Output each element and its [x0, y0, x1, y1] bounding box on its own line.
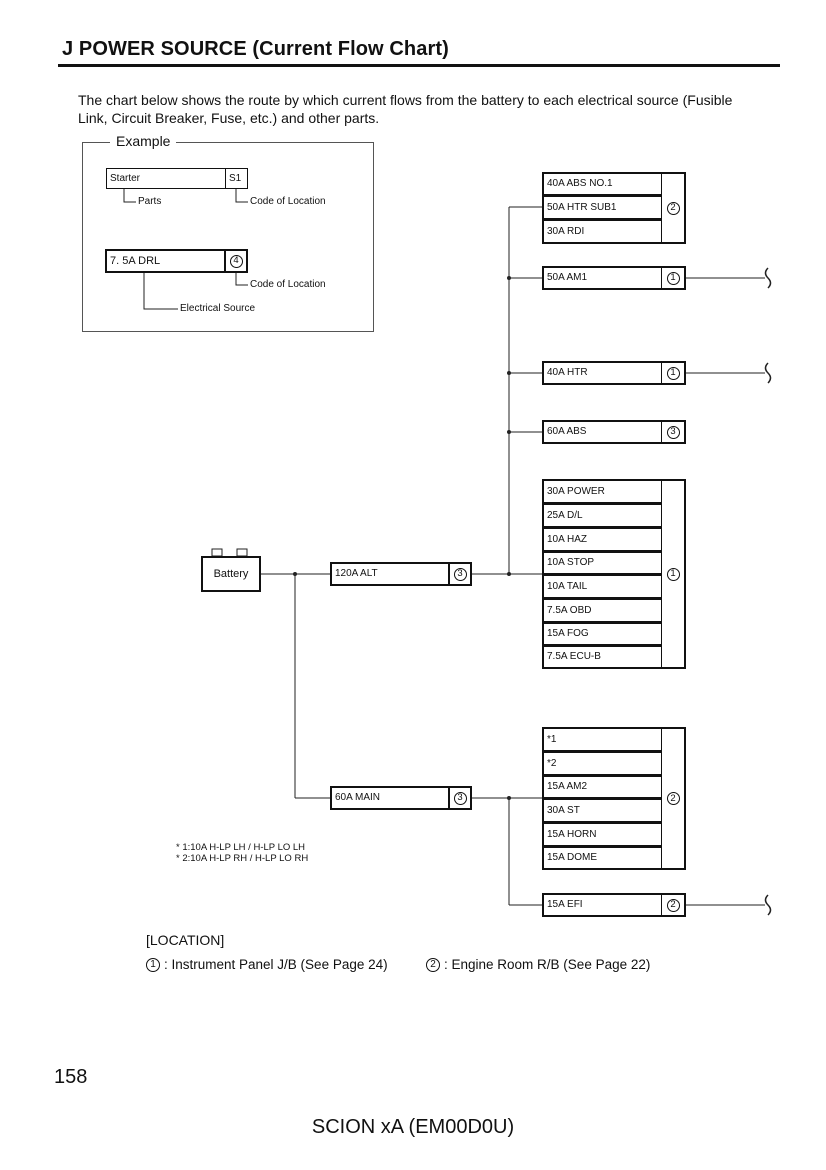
fuse-row: 50A AM1 — [542, 266, 663, 290]
location-3-icon: 3 — [453, 791, 467, 805]
location-item-text: : Engine Room R/B (See Page 22) — [444, 957, 651, 972]
location-1-icon: 1 — [666, 271, 680, 285]
location-4-icon: 4 — [229, 254, 243, 268]
example-code-label-1: Code of Location — [250, 196, 326, 207]
example-source-loc: 4 — [224, 249, 248, 273]
fuse-row: 15A HORN — [542, 822, 663, 847]
fuse-row: 15A AM2 — [542, 775, 663, 799]
fuse-row: *2 — [542, 751, 663, 776]
alt-fuse: 120A ALT — [330, 562, 450, 586]
battery-box: Battery — [201, 556, 261, 592]
fuse-row: 10A STOP — [542, 551, 663, 575]
fuse-row: 40A HTR — [542, 361, 663, 385]
location-1-icon: 1 — [666, 366, 680, 380]
group-loc: 1 — [661, 361, 686, 385]
fuse-row: 15A FOG — [542, 622, 663, 646]
page-title: J POWER SOURCE (Current Flow Chart) — [62, 38, 449, 60]
fuse-row: 30A RDI — [542, 219, 663, 244]
example-legend: Example — [110, 133, 177, 149]
intro-text: The chart below shows the route by which… — [78, 92, 733, 126]
fuse-row: 30A ST — [542, 798, 663, 823]
example-parts-label: Parts — [138, 196, 162, 207]
fuse-row: 7.5A OBD — [542, 598, 663, 623]
fuse-row: 10A HAZ — [542, 527, 663, 552]
group-loc: 2 — [661, 727, 686, 870]
location-2-icon: 2 — [426, 957, 440, 972]
fuse-row: 40A ABS NO.1 — [542, 172, 663, 196]
title-rule — [58, 64, 780, 67]
location-item: 1 : Instrument Panel J/B (See Page 24) — [146, 957, 388, 972]
example-part-code: S1 — [225, 168, 248, 189]
footnote: * 1:10A H-LP LH / H-LP LO LH — [176, 842, 306, 853]
group-loc: 3 — [661, 420, 686, 444]
group-loc: 2 — [661, 893, 686, 917]
location-1-icon: 1 — [666, 567, 680, 581]
example-source-label: Electrical Source — [180, 303, 256, 314]
main-fuse: 60A MAIN — [330, 786, 450, 810]
alt-loc: 3 — [448, 562, 472, 586]
fuse-row: 30A POWER — [542, 479, 663, 504]
footnotes: * 1:10A H-LP LH / H-LP LO LH* 2:10A H-LP… — [176, 842, 308, 864]
main-loc: 3 — [448, 786, 472, 810]
location-3-icon: 3 — [666, 425, 680, 439]
example-code-label-2: Code of Location — [250, 279, 326, 290]
location-heading: [LOCATION] — [146, 932, 225, 948]
location-item-text: : Instrument Panel J/B (See Page 24) — [164, 957, 388, 972]
fuse-row: 15A DOME — [542, 846, 663, 870]
fuse-row: 7.5A ECU-B — [542, 645, 663, 669]
group-loc: 1 — [661, 266, 686, 290]
fuse-row: 60A ABS — [542, 420, 663, 444]
fuse-row: 25A D/L — [542, 503, 663, 528]
fuse-row: 15A EFI — [542, 893, 663, 917]
page-number: 158 — [54, 1066, 88, 1088]
example-part-name: Starter — [106, 168, 226, 189]
location-2-icon: 2 — [666, 898, 680, 912]
fuse-row: 10A TAIL — [542, 574, 663, 599]
example-source-name: 7. 5A DRL — [105, 249, 226, 273]
footnote: * 2:10A H-LP RH / H-LP LO RH — [176, 853, 309, 864]
group-loc: 1 — [661, 479, 686, 669]
location-1-icon: 1 — [146, 957, 160, 972]
fuse-row: 50A HTR SUB1 — [542, 195, 663, 220]
location-3-icon: 3 — [453, 567, 467, 581]
fuse-row: *1 — [542, 727, 663, 752]
location-2-icon: 2 — [666, 792, 680, 805]
location-2-icon: 2 — [666, 201, 680, 215]
group-loc: 2 — [661, 172, 686, 244]
example-box — [82, 142, 374, 332]
location-item: 2 : Engine Room R/B (See Page 22) — [426, 957, 650, 972]
footer-text: SCION xA (EM00D0U) — [311, 1116, 515, 1138]
